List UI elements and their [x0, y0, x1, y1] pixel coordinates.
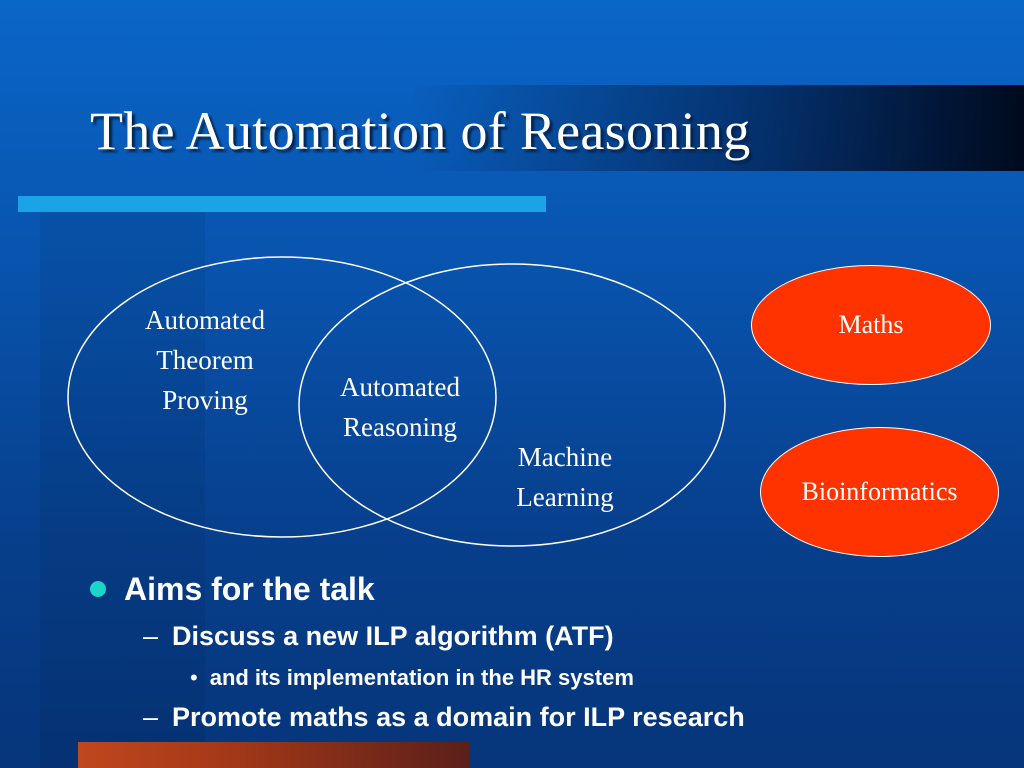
- label-automated-theorem-proving: Automated Theorem Proving: [120, 300, 290, 420]
- bullet-text: and its implementation in the HR system: [209, 665, 634, 690]
- bottom-accent-bar: [78, 742, 470, 768]
- bullet-text: Promote maths as a domain for ILP resear…: [172, 702, 745, 732]
- maths-domain-node: Maths: [751, 265, 991, 385]
- title-band: [0, 85, 1024, 171]
- bullet-level2: –Promote maths as a domain for ILP resea…: [143, 702, 745, 733]
- label-machine-learning: Machine Learning: [485, 437, 645, 517]
- small-bullet-icon: •: [190, 665, 198, 690]
- label-line: Automated: [145, 305, 265, 335]
- bullet-dot-icon: [90, 580, 106, 597]
- label-line: Proving: [162, 385, 248, 415]
- label-line: Automated: [340, 372, 460, 402]
- bioinformatics-domain-node: Bioinformatics: [760, 427, 999, 557]
- maths-label: Maths: [838, 310, 904, 339]
- bullet-level1: Aims for the talk: [90, 571, 375, 608]
- label-line: Machine: [517, 442, 613, 472]
- bullet-text: Aims for the talk: [124, 571, 375, 607]
- label-automated-reasoning: Automated Reasoning: [315, 367, 485, 447]
- bullet-level3: • and its implementation in the HR system: [190, 665, 634, 691]
- title-underline-bar: [18, 196, 546, 212]
- bullet-text: Discuss a new ILP algorithm (ATF): [172, 621, 614, 651]
- venn-circle-theorem-proving: [67, 256, 497, 538]
- dash-icon: –: [143, 621, 159, 651]
- label-line: Theorem: [156, 345, 254, 375]
- bioinformatics-label: Bioinformatics: [801, 477, 958, 506]
- bullet-level2: –Discuss a new ILP algorithm (ATF): [143, 621, 614, 652]
- label-line: Learning: [516, 482, 614, 512]
- venn-circle-machine-learning: [298, 263, 726, 547]
- slide-title: The Automation of Reasoning: [90, 101, 751, 161]
- dash-icon: –: [143, 702, 159, 732]
- label-line: Reasoning: [343, 412, 457, 442]
